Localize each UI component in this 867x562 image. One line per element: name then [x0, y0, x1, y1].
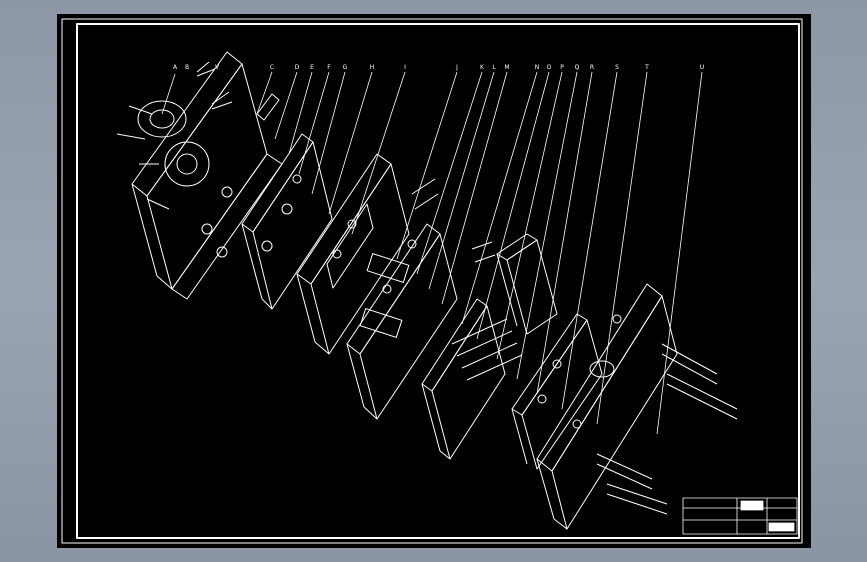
exploded-mold-assembly-drawing: AB C D E F G H I J KL M NO P Q R S T U V [61, 18, 803, 544]
inner-border [76, 23, 800, 539]
callout-label: E [310, 64, 314, 71]
callout-label: R [590, 64, 594, 71]
callout-label: T [644, 64, 649, 71]
callout-label: C [270, 64, 274, 71]
callout-label: N [535, 64, 540, 71]
cavity-retainer-plate [241, 93, 333, 310]
top-clamp-plate [116, 51, 283, 300]
callout-label: J [455, 64, 458, 71]
callout-label: I [404, 64, 406, 71]
callout-label: F [327, 64, 331, 71]
callout-label: U [700, 64, 704, 71]
core-block [346, 223, 458, 420]
callout-label: H [370, 64, 375, 71]
title-block [682, 497, 798, 535]
outer-border [61, 18, 803, 544]
callout-label: A [173, 64, 178, 71]
callout-label: D [295, 64, 300, 71]
callout-label: S [615, 64, 619, 71]
fasteners [196, 61, 496, 263]
callout-label: P [560, 64, 564, 71]
leader-lines [161, 71, 703, 435]
callout-label: M [504, 64, 509, 71]
support-block [496, 233, 558, 335]
callout-label: K [480, 64, 485, 71]
callout-label: Q [575, 64, 580, 71]
a-plate [296, 153, 410, 355]
bottom-clamp-plate [536, 283, 738, 530]
ejector-plate [511, 313, 603, 470]
callout-label: V [215, 64, 220, 71]
callout-label: L [492, 64, 496, 71]
callout-label: O [547, 64, 552, 71]
callout-label: G [343, 64, 348, 71]
callout-label: B [185, 64, 189, 71]
b-plate [421, 298, 523, 460]
